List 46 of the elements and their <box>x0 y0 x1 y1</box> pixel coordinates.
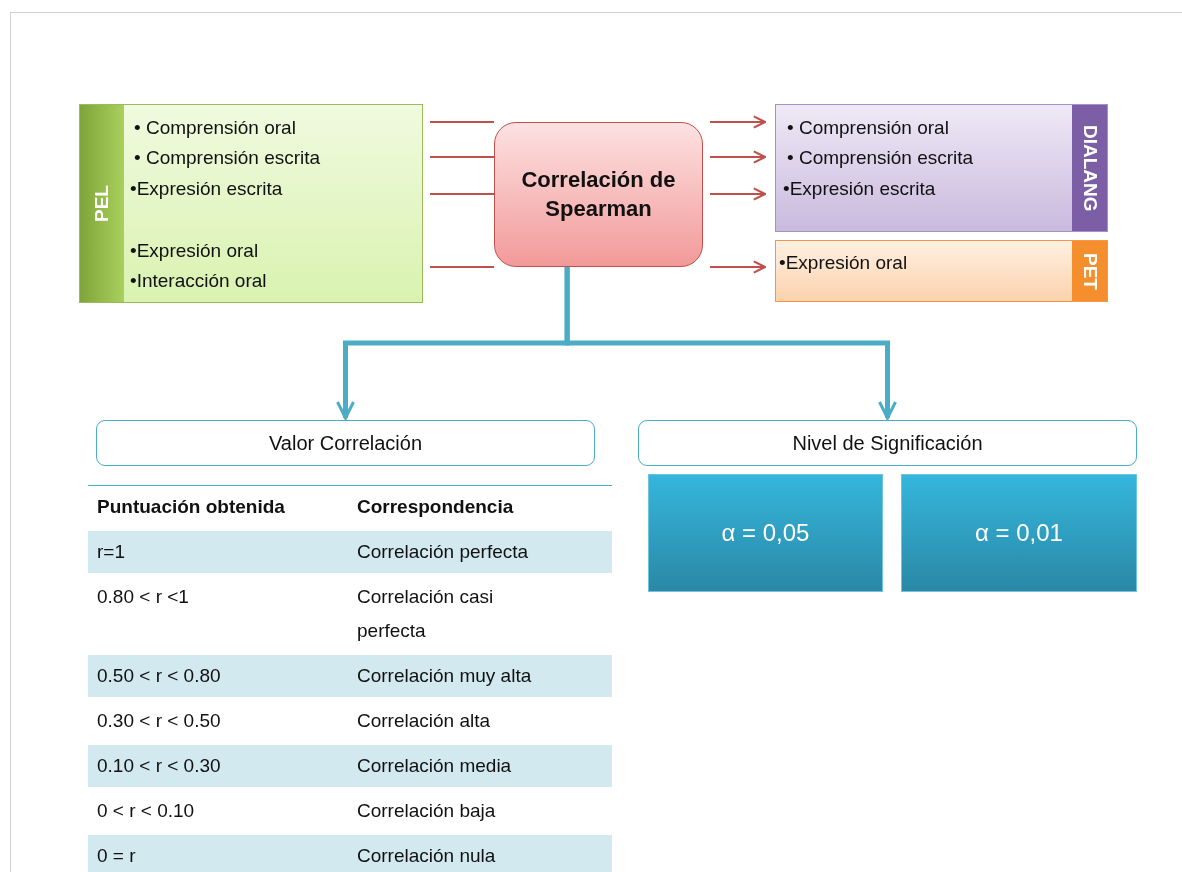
score-range-text: 0.50 < r < 0.80 <box>97 664 222 688</box>
side-label-band: PET <box>1072 241 1107 301</box>
side-label-band: PEL <box>80 105 124 302</box>
arrow <box>564 267 897 420</box>
test-skill-box <box>775 104 1108 232</box>
arrow <box>709 150 767 164</box>
correspondence-text: Correlación perfecta <box>357 540 530 564</box>
list-item: •Expresión escrita <box>130 177 283 201</box>
score-range-text: 0 < r < 0.10 <box>97 799 196 823</box>
list-item: •Expresión escrita <box>783 177 936 201</box>
value-box <box>648 474 883 592</box>
arrow <box>709 187 767 201</box>
list-item: • Comprensión escrita <box>134 146 321 170</box>
value-text: α = 0,05 <box>720 518 811 549</box>
arrow <box>709 260 767 274</box>
test-skill-box <box>775 240 1108 302</box>
score-range-text: r=1 <box>97 540 126 564</box>
arrow <box>709 115 767 129</box>
score-range-text: 0.10 < r < 0.30 <box>97 754 222 778</box>
list-item: • Comprensión oral <box>134 116 296 140</box>
correspondence-text: Correlación baja <box>357 799 497 823</box>
list-item: • Comprensión oral <box>787 116 949 140</box>
correspondence-text: Correlación alta <box>357 709 492 733</box>
value-text: α = 0,01 <box>974 518 1064 549</box>
process-box <box>494 122 703 267</box>
value-box <box>901 474 1137 592</box>
correspondence-text: Correlación media <box>357 754 513 778</box>
list-item: •Expresión oral <box>130 239 259 263</box>
skill-list-box <box>79 104 423 303</box>
list-item: •Expresión oral <box>779 251 908 275</box>
list-item: •Interacción oral <box>130 269 267 293</box>
column-header: Puntuación obtenida <box>97 495 286 519</box>
score-range-text: 0.30 < r < 0.50 <box>97 709 222 733</box>
heading-box <box>638 420 1137 466</box>
correspondence-text: Correlación muy alta <box>357 664 533 688</box>
box-title: Nivel de Significación <box>791 431 984 456</box>
heading-box <box>96 420 595 466</box>
side-label-band: DIALANG <box>1072 105 1107 231</box>
column-header: Correspondencia <box>357 495 515 519</box>
correspondence-text: Correlación casi perfecta <box>357 585 495 643</box>
correspondence-text: Correlación nula <box>357 844 497 868</box>
box-title: Valor Correlación <box>268 431 423 456</box>
list-item: • Comprensión escrita <box>787 146 974 170</box>
score-range-text: 0.80 < r <1 <box>97 585 190 609</box>
box-title: Correlación de Spearman <box>520 165 677 223</box>
score-range-text: 0 = r <box>97 844 137 868</box>
